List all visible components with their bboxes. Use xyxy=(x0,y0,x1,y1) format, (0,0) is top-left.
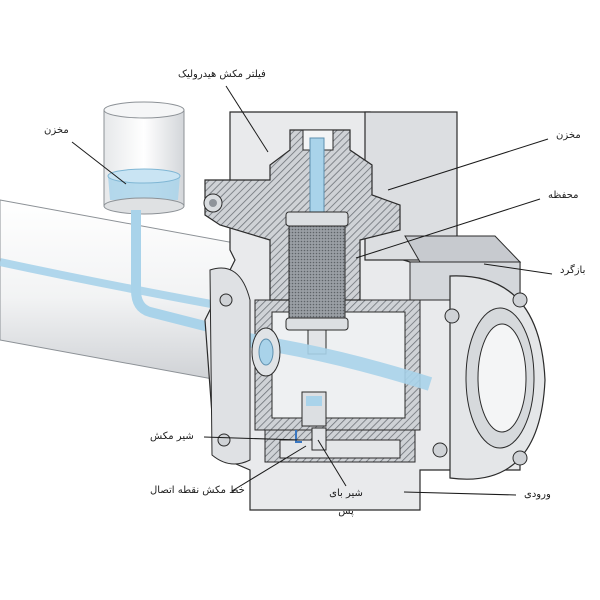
label-reservoir-right: مخزن xyxy=(556,130,581,141)
internal-flow xyxy=(236,327,433,391)
reservoir-tube xyxy=(103,101,254,343)
leader-lines xyxy=(71,85,553,496)
label-reservoir-left: مخزن xyxy=(44,125,69,136)
outlet-flange xyxy=(432,275,546,480)
label-suction-valve: شیر مکش xyxy=(150,431,194,442)
filter-element xyxy=(285,211,349,355)
label-bypass-valve: شیر بای پس xyxy=(329,488,363,517)
label-inlet: ورودی xyxy=(524,489,551,500)
label-cover: محفظه xyxy=(548,190,579,201)
label-return: بازگرد xyxy=(560,265,586,276)
bypass-valve xyxy=(311,427,327,451)
inlet-flange xyxy=(209,267,251,465)
label-hydraulic-suction-filter: فیلتر مکش هیدرولیک xyxy=(178,69,266,80)
label-suction-line-junction: خط مکش نقطه اتصال xyxy=(150,485,245,496)
suction-valve xyxy=(295,391,327,443)
